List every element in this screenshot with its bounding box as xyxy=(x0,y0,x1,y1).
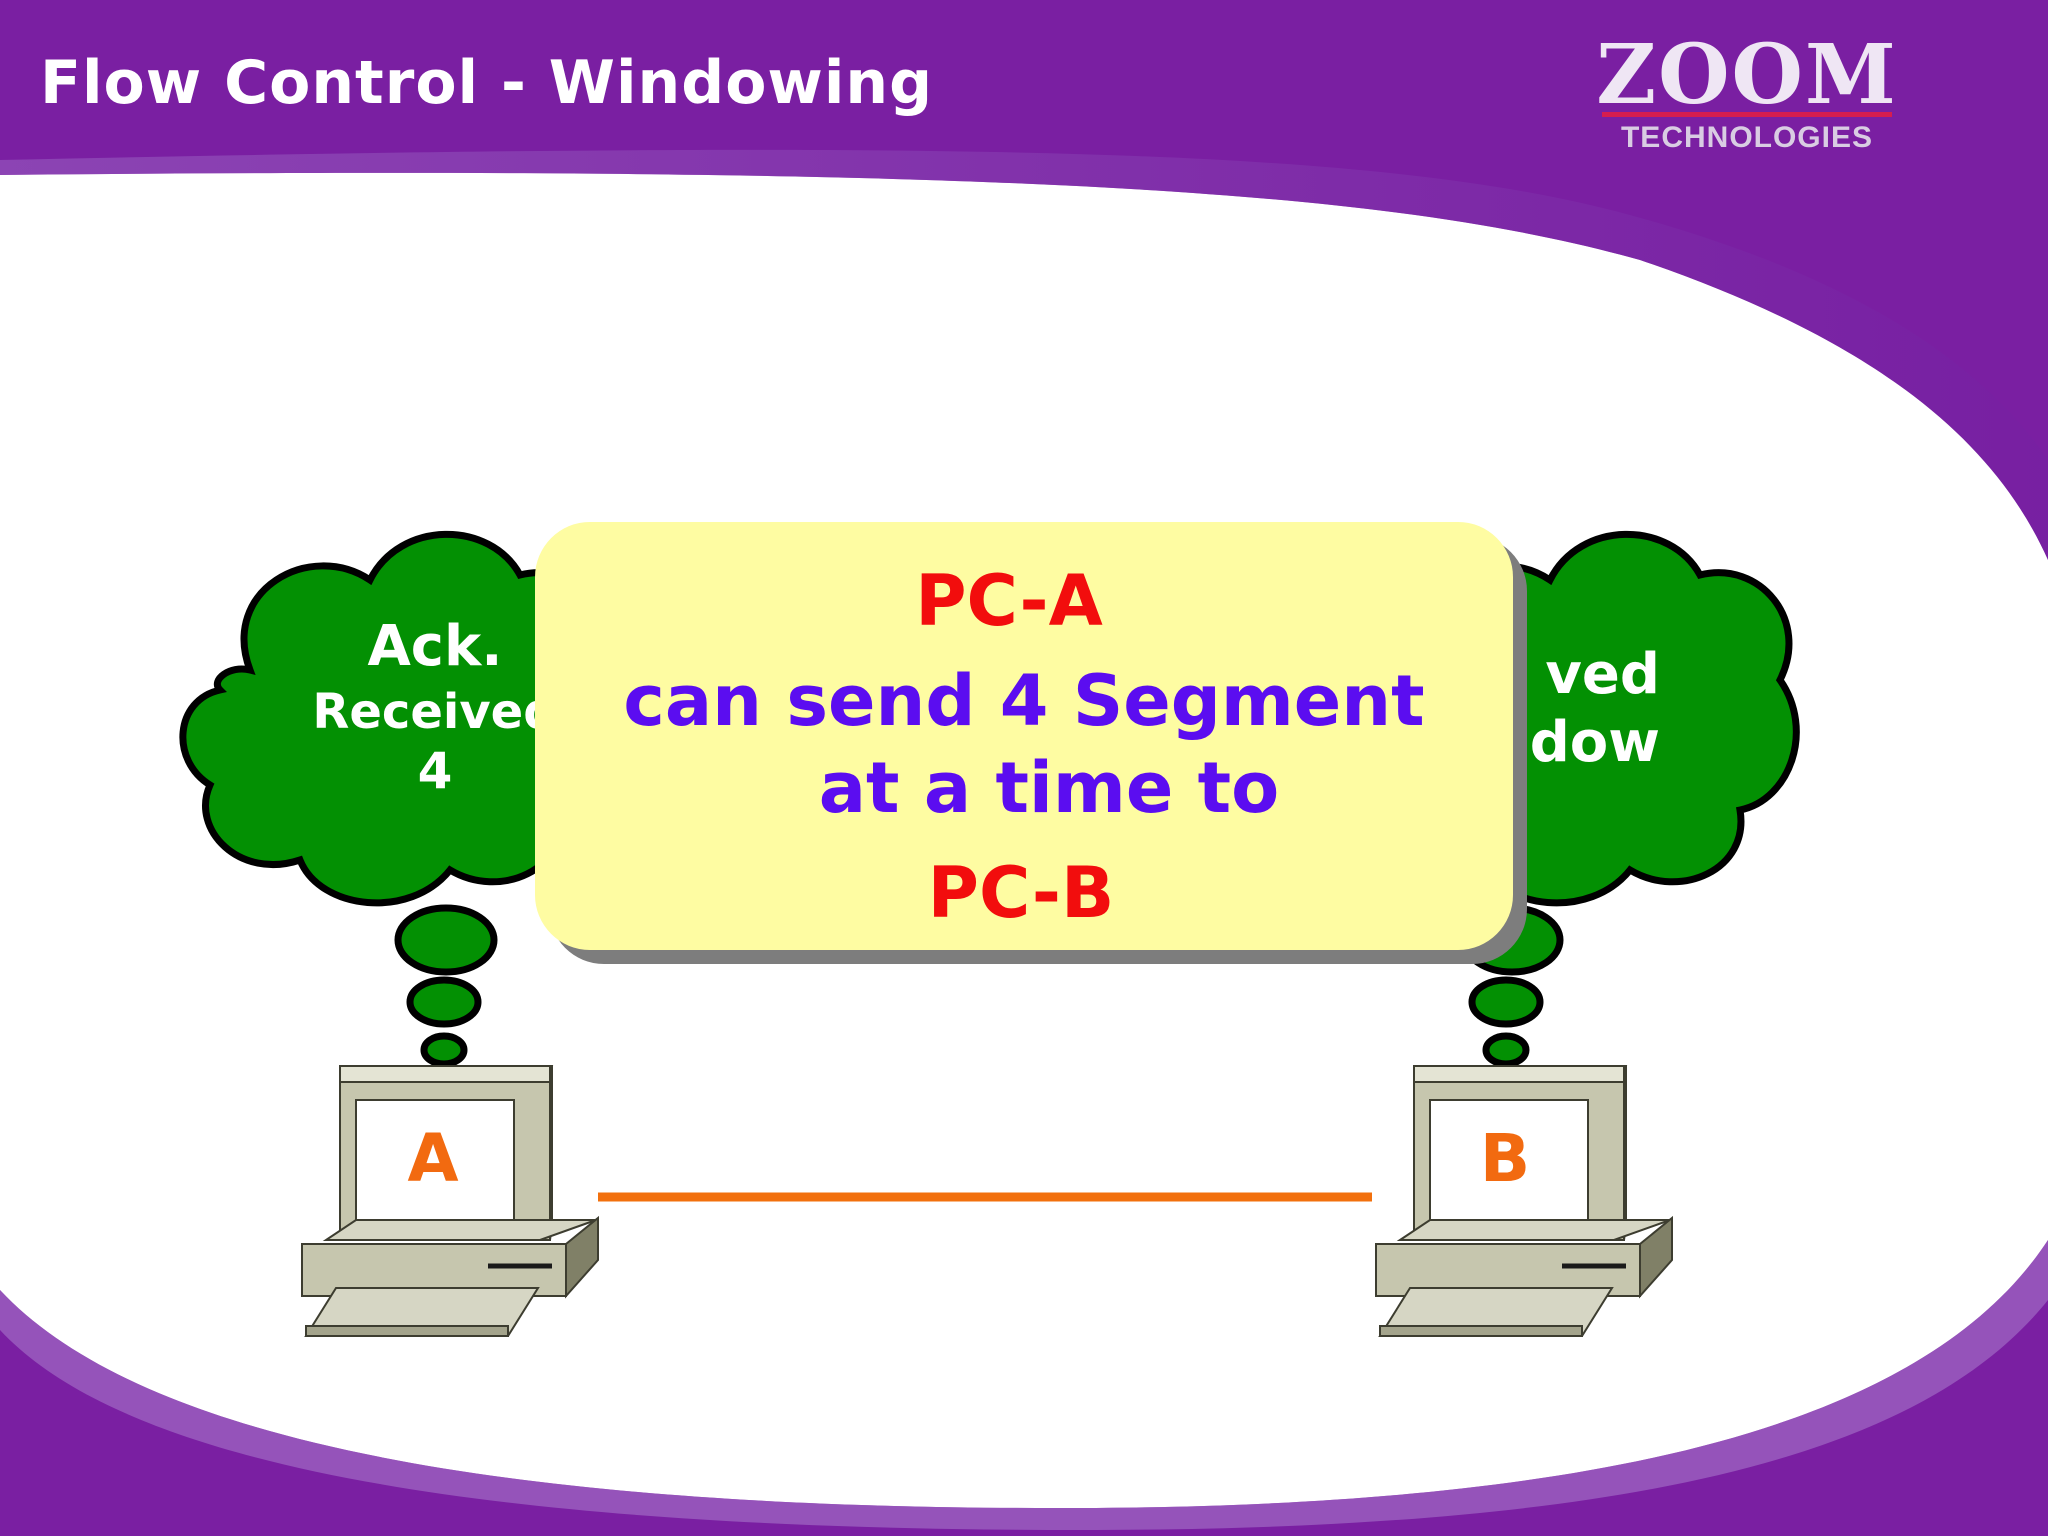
monitor-top xyxy=(1413,1065,1628,1083)
thought-bubble-small xyxy=(420,1032,468,1068)
cloud-right-line-1: ved xyxy=(1545,642,1660,707)
monitor-screen xyxy=(355,1099,515,1225)
logo-word: ZOOM xyxy=(1596,27,1898,123)
callout-line-4: PC-B xyxy=(927,852,1115,934)
base-top xyxy=(1396,1219,1671,1241)
thought-bubble-small xyxy=(1482,1032,1530,1068)
callout-line-2: can send 4 Segment xyxy=(623,660,1425,742)
cloud-left-line-3: 4 xyxy=(417,742,453,800)
thought-bubble-large xyxy=(394,904,498,976)
callout-box: PC-A can send 4 Segment at a time to PC-… xyxy=(535,522,1513,950)
footer-band xyxy=(0,1240,2048,1536)
zoom-logo: ZOOM TECHNOLOGIES xyxy=(1592,34,1902,154)
thought-bubble-medium xyxy=(406,976,482,1028)
keyboard-edge xyxy=(1379,1325,1583,1337)
pc-label-b: B xyxy=(1479,1120,1531,1197)
computer-b xyxy=(1375,1065,1673,1337)
callout-line-3: at a time to xyxy=(818,747,1280,829)
computer-a xyxy=(301,1065,599,1337)
slide-title: Flow Control - Windowing xyxy=(40,48,934,118)
monitor-screen xyxy=(1429,1099,1589,1225)
cloud-left-line-2: Received xyxy=(312,684,558,740)
pc-label-a: A xyxy=(407,1120,459,1197)
monitor-top xyxy=(339,1065,554,1083)
logo-rule xyxy=(1602,112,1892,117)
keyboard-edge xyxy=(305,1325,509,1337)
callout-line-1: PC-A xyxy=(915,560,1103,642)
thought-bubble-medium xyxy=(1468,976,1544,1028)
base-top xyxy=(322,1219,597,1241)
cloud-right-line-2: dow xyxy=(1529,710,1660,775)
cloud-left-line-1: Ack. xyxy=(367,614,503,679)
header-band xyxy=(0,0,2048,560)
logo-subword: TECHNOLOGIES xyxy=(1620,121,1873,154)
